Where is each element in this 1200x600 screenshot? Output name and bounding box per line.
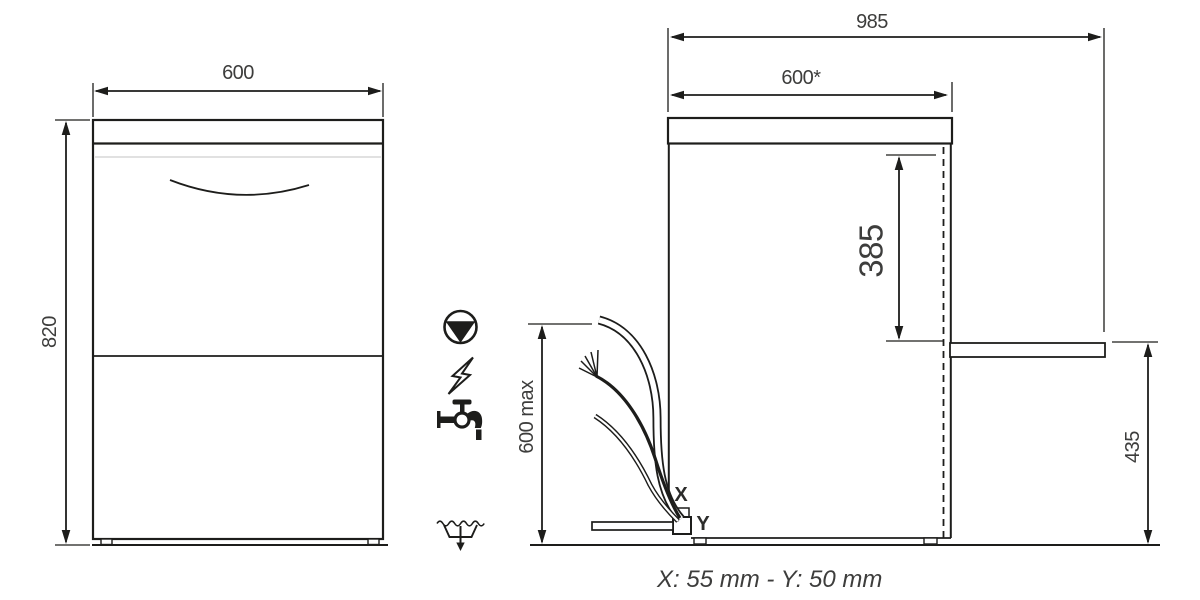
- door-handle-curve: [169, 179, 310, 196]
- dim-front-width: [92, 83, 384, 117]
- drain-pump-icon: [443, 309, 478, 345]
- front-foot-right: [367, 538, 380, 546]
- inlet-hose-outline: [593, 413, 680, 523]
- dim-front-height: [55, 119, 90, 546]
- front-foot-left: [100, 538, 113, 546]
- dim-tub-height: [886, 154, 943, 342]
- connection-icons: [436, 309, 485, 551]
- drain-pipe: [591, 521, 674, 531]
- xy-dimensions-footnote: X: 55 mm - Y: 50 mm: [657, 566, 883, 593]
- dim-door-height: [1112, 341, 1158, 544]
- side-foot-left: [693, 537, 707, 545]
- x-point-label: X: [674, 484, 688, 506]
- inlet-hose-core: [594, 415, 679, 522]
- cable-wires: [578, 349, 599, 378]
- utility-connections: [578, 315, 685, 531]
- power-cable: [595, 374, 682, 519]
- open-door: [949, 342, 1106, 358]
- drain-icon: [436, 520, 485, 551]
- front-view-body: [91, 118, 388, 546]
- dim-hose-reach: [528, 323, 592, 544]
- worktop: [666, 116, 954, 145]
- tub-height-dim-label: 385: [852, 224, 890, 278]
- water-tap-icon: [437, 399, 483, 440]
- electrical-icon: [447, 356, 474, 395]
- overall-depth-dim-label: 985: [856, 11, 888, 33]
- front-width-dim-label: 600: [222, 62, 254, 84]
- dim-overall-depth: [667, 28, 1105, 332]
- y-point-label: Y: [696, 513, 710, 535]
- side-view-body: [530, 116, 1160, 546]
- hose-reach-dim-label: 600 max: [516, 380, 538, 454]
- front-height-dim-label: 820: [39, 316, 61, 348]
- dim-depth: [670, 82, 953, 112]
- side-foot-right: [923, 537, 938, 545]
- depth-dim-label: 600*: [781, 67, 821, 89]
- door-height-dim-label: 435: [1122, 431, 1144, 463]
